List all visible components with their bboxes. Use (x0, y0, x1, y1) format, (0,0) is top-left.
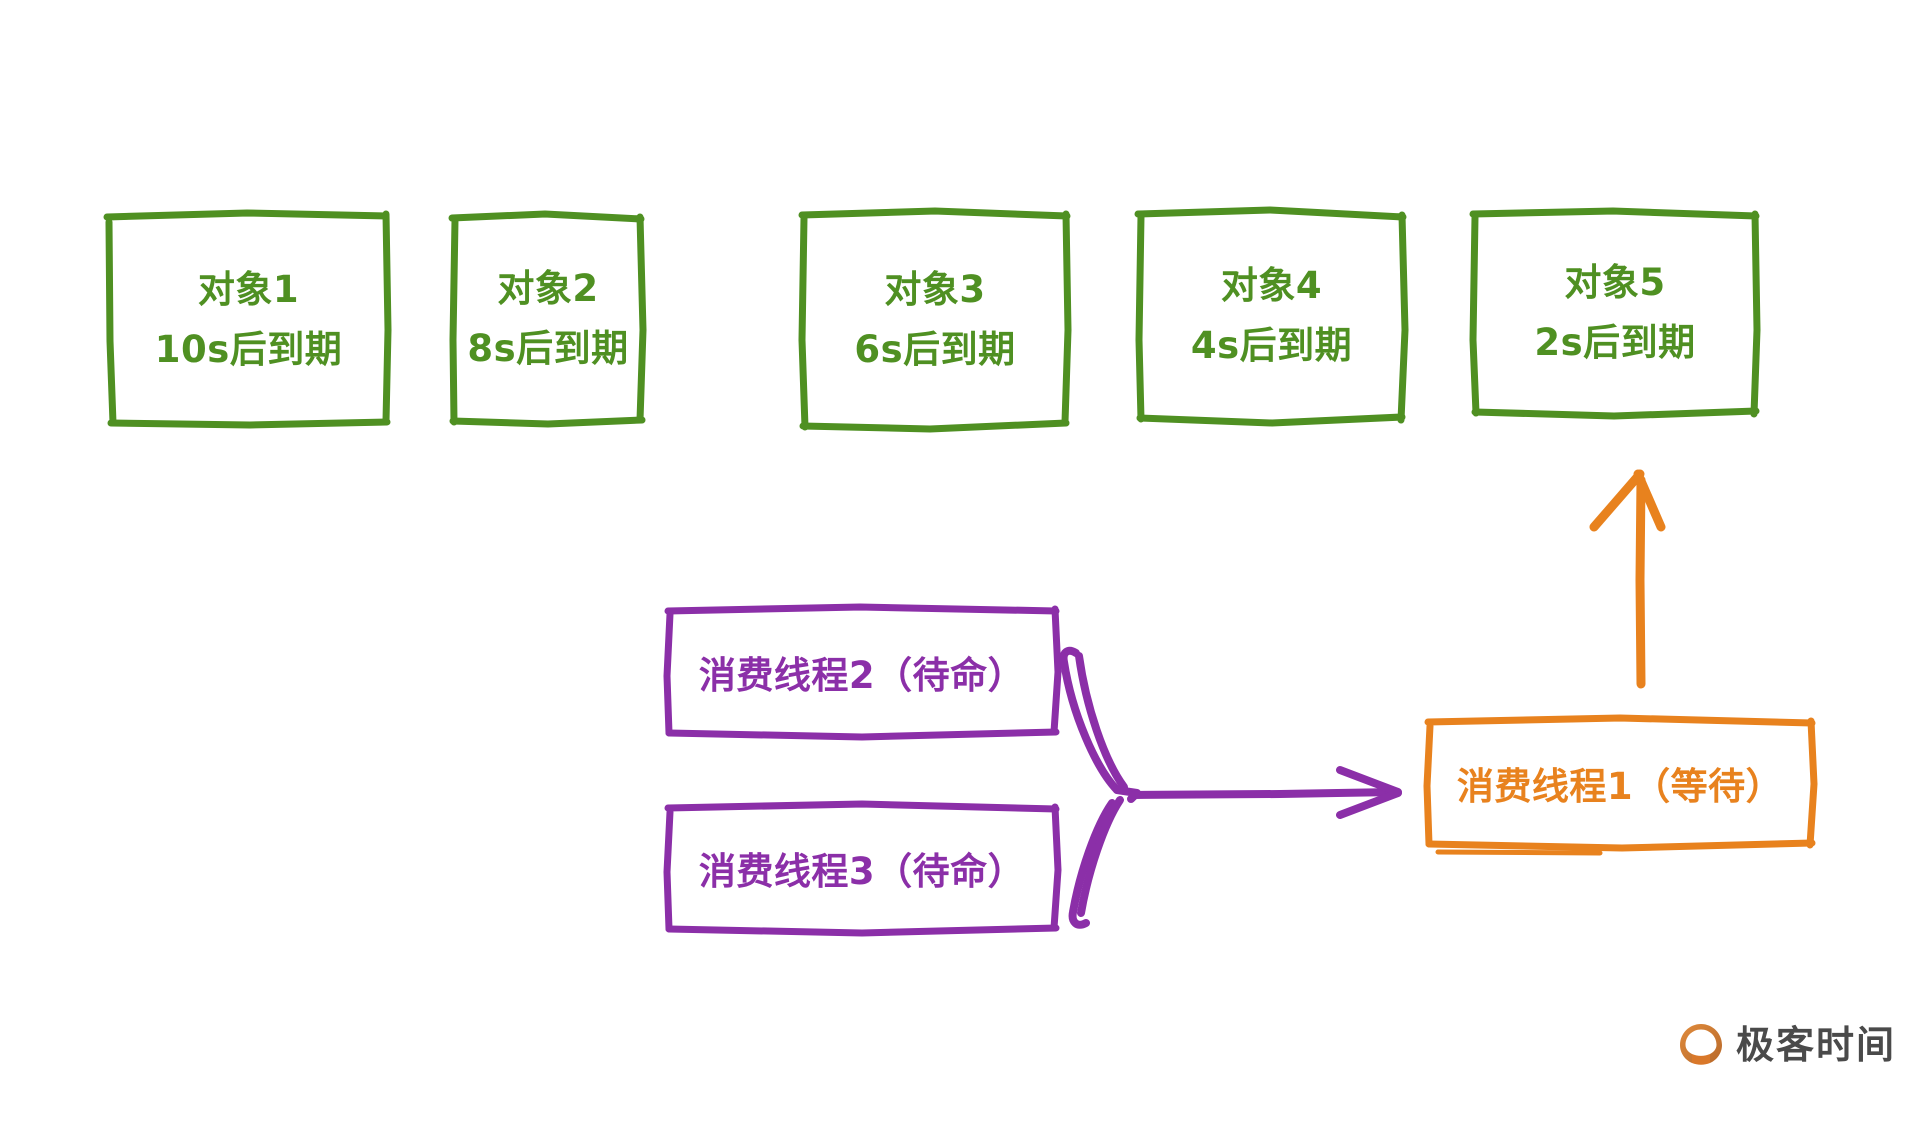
object-box-2-expiry: 8s后到期 (467, 327, 629, 370)
object-box-1-expiry: 10s后到期 (154, 328, 343, 371)
object-box-4-name: 对象4 (1220, 263, 1323, 307)
brace-connector (1059, 646, 1402, 929)
object-box-5: 对象5 2s后到期 (1474, 213, 1756, 413)
object-box-1-name: 对象1 (197, 267, 300, 311)
waiting-thread-1-label: 消费线程1（等待） (1456, 765, 1784, 808)
object-box-2: 对象2 8s后到期 (453, 215, 643, 423)
object-box-2-name: 对象2 (497, 266, 599, 310)
watermark: 极客时间 (1678, 1022, 1896, 1068)
standby-thread-3-label: 消费线程3（待命） (698, 850, 1026, 893)
object-box-4: 对象4 4s后到期 (1139, 213, 1404, 419)
object-box-5-expiry: 2s后到期 (1534, 321, 1696, 364)
object-box-4-expiry: 4s后到期 (1190, 324, 1353, 367)
standby-thread-2-label: 消费线程2（待命） (698, 654, 1026, 697)
waiting-thread-1: 消费线程1（等待） (1428, 721, 1812, 845)
object-box-1: 对象1 10s后到期 (109, 216, 388, 424)
standby-thread-3: 消费线程3（待命） (668, 807, 1056, 929)
object-box-3-expiry: 6s后到期 (854, 328, 1016, 371)
object-box-5-name: 对象5 (1564, 260, 1666, 304)
up-arrow-to-object5 (1589, 469, 1666, 689)
object-box-3: 对象3 6s后到期 (803, 214, 1067, 426)
geektime-logo-icon (1680, 1024, 1722, 1065)
object-box-3-name: 对象3 (884, 267, 986, 311)
standby-thread-2: 消费线程2（待命） (668, 610, 1056, 734)
watermark-text: 极客时间 (1736, 1023, 1897, 1067)
